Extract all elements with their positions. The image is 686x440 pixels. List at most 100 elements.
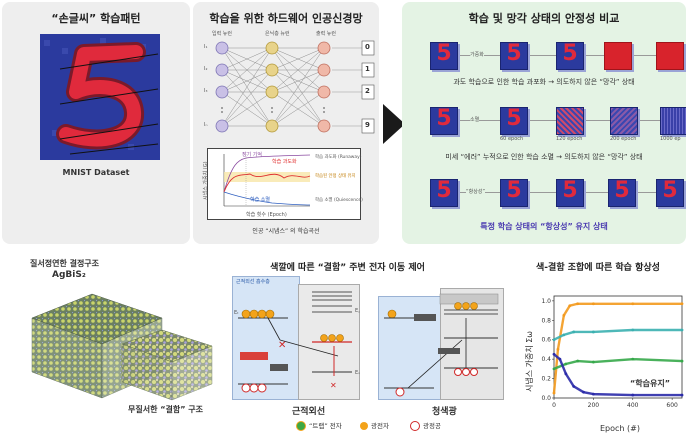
- nir-caption: 근적외선: [292, 407, 326, 417]
- chart-point: [552, 391, 556, 395]
- y-tick-label: 0.2: [541, 376, 551, 383]
- chart-point: [562, 333, 566, 337]
- chart-point: [562, 314, 566, 317]
- layer-label-hidden: 은닉층 뉴런: [265, 31, 290, 37]
- nir-band-diagram: ✕ ✕: [238, 291, 352, 393]
- input-label-3: I₃: [204, 88, 208, 94]
- row2-epoch-2: 120 epoch: [556, 136, 583, 142]
- x-tick-label: 200: [588, 402, 600, 409]
- crystal-structure-image: [31, 293, 213, 401]
- chart-point: [564, 362, 568, 366]
- row2-epoch-4: 1000 ep: [660, 136, 681, 142]
- output-label-2: 2: [365, 87, 370, 95]
- y-tick-label: 0.6: [541, 337, 551, 344]
- output-label-9: 9: [365, 121, 370, 129]
- row3-tile-4: 5: [608, 178, 636, 207]
- y-tick-label: 1.0: [541, 298, 551, 305]
- row2-epoch-3: 200 epoch: [610, 136, 637, 142]
- output-label-0: 0: [365, 43, 370, 51]
- chart-point: [556, 348, 560, 351]
- chart-point: [631, 393, 635, 397]
- row1-tile-3: 5: [556, 41, 584, 70]
- neural-network-diagram: [215, 40, 375, 134]
- panel-homeostasis-title: 색-결함 조합에 따른 학습 항상성: [536, 263, 660, 273]
- level-label-ev: Eᵥ: [355, 370, 361, 376]
- x-tick-label: 600: [666, 402, 678, 409]
- trap-electron-icon: [296, 421, 306, 431]
- row1-tag: 가중화: [470, 51, 484, 58]
- panel-nn-title: 학습을 위한 하드웨어 인공신경망: [209, 12, 363, 25]
- row1-tile-4: [604, 42, 632, 70]
- row2-caption: 미세 “에러” 누적으로 인한 학습 소멸 → 의도하지 않은 “망각” 상태: [445, 153, 643, 161]
- chart-plot-area: [553, 295, 683, 399]
- chart-point: [591, 360, 595, 364]
- mnist-caption: MNIST Dataset: [62, 168, 130, 177]
- row3-tile-3: 5: [556, 178, 584, 207]
- row3-tile-5: 5: [656, 178, 684, 207]
- plot-right-label-2: 학습된 안정 상태 유지: [315, 174, 356, 179]
- chart-point: [582, 390, 585, 394]
- x-tick-label: 0: [552, 402, 556, 409]
- y-tick-label: 0.8: [541, 317, 551, 324]
- chart-point: [558, 357, 562, 361]
- row3-tile-1: 5: [430, 178, 458, 207]
- row1-tile-5: [656, 42, 684, 70]
- legend-photohole: 광정공: [410, 420, 441, 431]
- learning-curve-box: [207, 148, 361, 220]
- chart-point: [631, 302, 635, 306]
- chart-point: [591, 330, 595, 334]
- chart-point: [576, 359, 580, 363]
- x-tick-label: 400: [627, 402, 639, 409]
- blue-band-diagram: [384, 293, 499, 397]
- svg-text:✕: ✕: [278, 340, 286, 351]
- row2-epoch-1: 60 epoch: [500, 136, 524, 142]
- chart-point: [572, 384, 576, 388]
- layer-label-output: 출력 뉴런: [316, 31, 336, 37]
- chart-annotation: “학습유지”: [630, 379, 670, 388]
- chart-series-line-0: [552, 302, 682, 394]
- plot-note-overtraining: 학습 과도화: [272, 159, 297, 165]
- chart-point: [680, 359, 684, 363]
- legend-trap-electron: “트랩” 전자: [296, 420, 342, 431]
- photoelectron-icon: [360, 422, 368, 430]
- output-label-1: 1: [365, 65, 370, 73]
- chart-point: [591, 392, 595, 396]
- row1-tile-1: 5: [430, 41, 458, 70]
- chart-point: [631, 328, 635, 332]
- learning-curve-caption: 인공 “시냅스” 의 학습곡선: [252, 228, 320, 235]
- blue-caption: 청색광: [432, 407, 457, 417]
- chart-point: [572, 330, 576, 334]
- chart-point: [568, 304, 572, 308]
- learning-curve-plot: [223, 154, 311, 207]
- chart-point: [552, 338, 556, 342]
- row2-tag: 소멸: [470, 116, 480, 123]
- plot-note-forgetting: 학습 소멸: [250, 197, 270, 203]
- row2-tile-1: 5: [430, 106, 458, 135]
- row3-tile-2: 5: [500, 178, 528, 207]
- homeostasis-chart: 0.0 0.2 0.4 0.6 0.8 1.0 0 200 400 600: [541, 295, 684, 409]
- chart-point: [680, 328, 684, 332]
- row2-tile-4: [610, 107, 638, 135]
- plot-xlabel: 학습 횟수 (Epoch): [246, 212, 287, 218]
- row3-caption: 특정 학습 상태의 “항상성” 유지 상태: [480, 222, 608, 231]
- mnist-digit-image: [40, 34, 160, 160]
- chart-point: [576, 302, 580, 306]
- chart-series-line-2: [553, 357, 683, 370]
- chart-point: [564, 372, 568, 376]
- y-tick-label: 0.0: [541, 395, 551, 402]
- plot-note-long-term: 장기 기억: [242, 152, 262, 158]
- row1-tile-2: 5: [500, 41, 528, 70]
- level-label-ec: E꜀: [355, 308, 360, 314]
- row3-tag: “항상성”: [466, 188, 485, 195]
- input-label-1: I₁: [204, 44, 208, 50]
- chart-point: [552, 367, 556, 371]
- panel-mnist-title: “손글씨” 학습패턴: [51, 12, 141, 25]
- level-label-et: Eₜ: [234, 310, 239, 316]
- chart-point: [680, 393, 684, 397]
- row2-tile-2: 5: [500, 106, 528, 135]
- legend-photoelectron: 광전자: [360, 420, 389, 430]
- chart-point: [680, 302, 684, 306]
- plot-ylabel: 시냅스 가중치 (G): [203, 161, 209, 200]
- crystal-title: 질서정연한 결정구조: [30, 259, 100, 268]
- y-tick-label: 0.4: [541, 356, 551, 363]
